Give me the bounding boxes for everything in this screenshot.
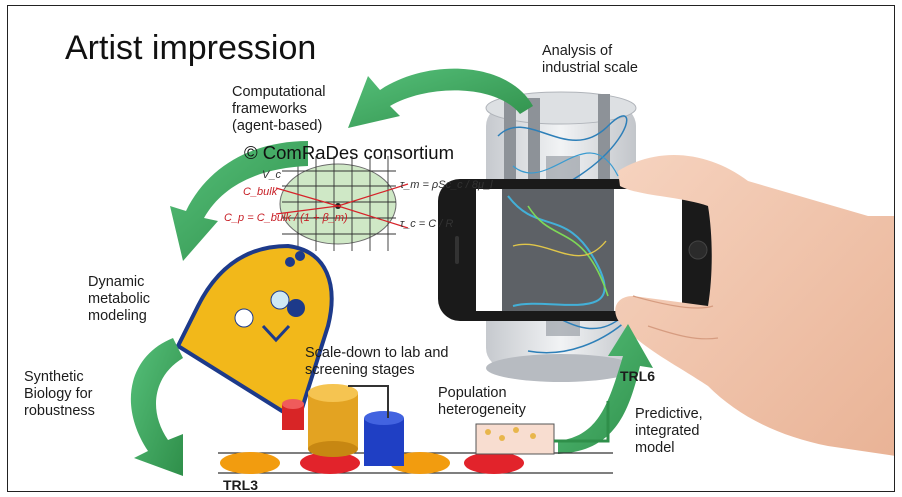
equation-vc: V_c [262, 169, 281, 181]
label-trl6: TRL6 [620, 368, 655, 384]
diagram-canvas [130, 68, 894, 476]
label-trl3: TRL3 [223, 477, 258, 492]
population-box [475, 401, 610, 455]
figure-frame: Artist impression Analysis of industrial… [7, 5, 895, 492]
lab-reactors [282, 384, 404, 466]
hand [615, 155, 894, 456]
label-scale-down: Scale-down to lab and screening stages [305, 345, 449, 378]
computational-grid [275, 156, 409, 251]
green-arrows [130, 68, 653, 476]
label-dynamic: Dynamic metabolic modeling [88, 274, 151, 324]
equation-tau-c: τ_c = C / R [400, 218, 454, 230]
conveyor-belt [218, 452, 613, 474]
label-population: Population heterogeneity [438, 385, 526, 418]
label-analysis: Analysis of industrial scale [542, 43, 638, 76]
equation-cbulk: C_bulk [243, 186, 278, 198]
label-computational: Computational frameworks (agent-based) [232, 84, 326, 134]
equation-cp: C_p = C_bulk / (1 + β_m) [224, 212, 348, 224]
equation-tau-m: τ_m = ρSc_c / 8μ_l [400, 179, 493, 191]
page-title: Artist impression [65, 29, 317, 67]
smartphone [438, 179, 720, 321]
label-predictive: Predictive, integrated model [635, 406, 703, 456]
cell-illustration [175, 243, 334, 425]
label-synthetic: Synthetic Biology for robustness [24, 369, 95, 419]
copyright-notice: © ComRaDes consortium [244, 142, 454, 163]
